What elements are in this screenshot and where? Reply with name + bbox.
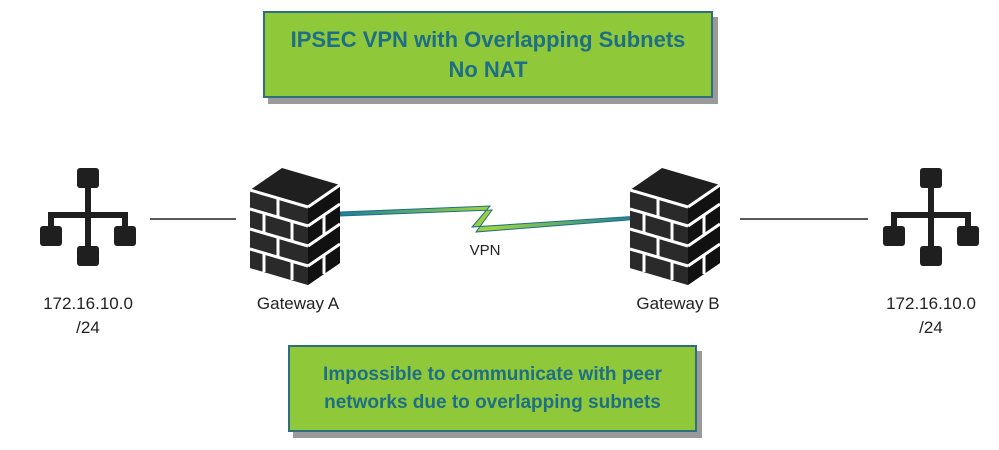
left-network-label: 172.16.10.0 /24	[28, 292, 148, 340]
left-network-mask: /24	[76, 318, 100, 337]
gateway-b-label: Gateway B	[636, 294, 720, 313]
right-network-address: 172.16.10.0	[886, 294, 976, 313]
network-hierarchy-icon	[883, 168, 979, 266]
vpn-label: VPN	[469, 242, 501, 259]
left-network-address: 172.16.10.0	[43, 294, 133, 313]
right-network-mask: /24	[919, 318, 943, 337]
right-network-label: 172.16.10.0 /24	[871, 292, 991, 340]
note-line-1: Impossible to communicate with peer	[323, 363, 662, 385]
note-line-2: networks due to overlapping subnets	[324, 391, 661, 413]
vpn-link	[339, 205, 641, 233]
title-line-1: IPSEC VPN with Overlapping Subnets	[290, 26, 686, 52]
firewall-icon	[629, 168, 721, 285]
title-box: IPSEC VPN with Overlapping Subnets No NA…	[263, 11, 713, 98]
firewall-icon	[249, 168, 341, 285]
network-hierarchy-icon	[40, 168, 136, 266]
title-line-2: No NAT	[448, 56, 528, 82]
note-box: Impossible to communicate with peer netw…	[288, 345, 697, 432]
gateway-a-label: Gateway A	[256, 294, 340, 313]
